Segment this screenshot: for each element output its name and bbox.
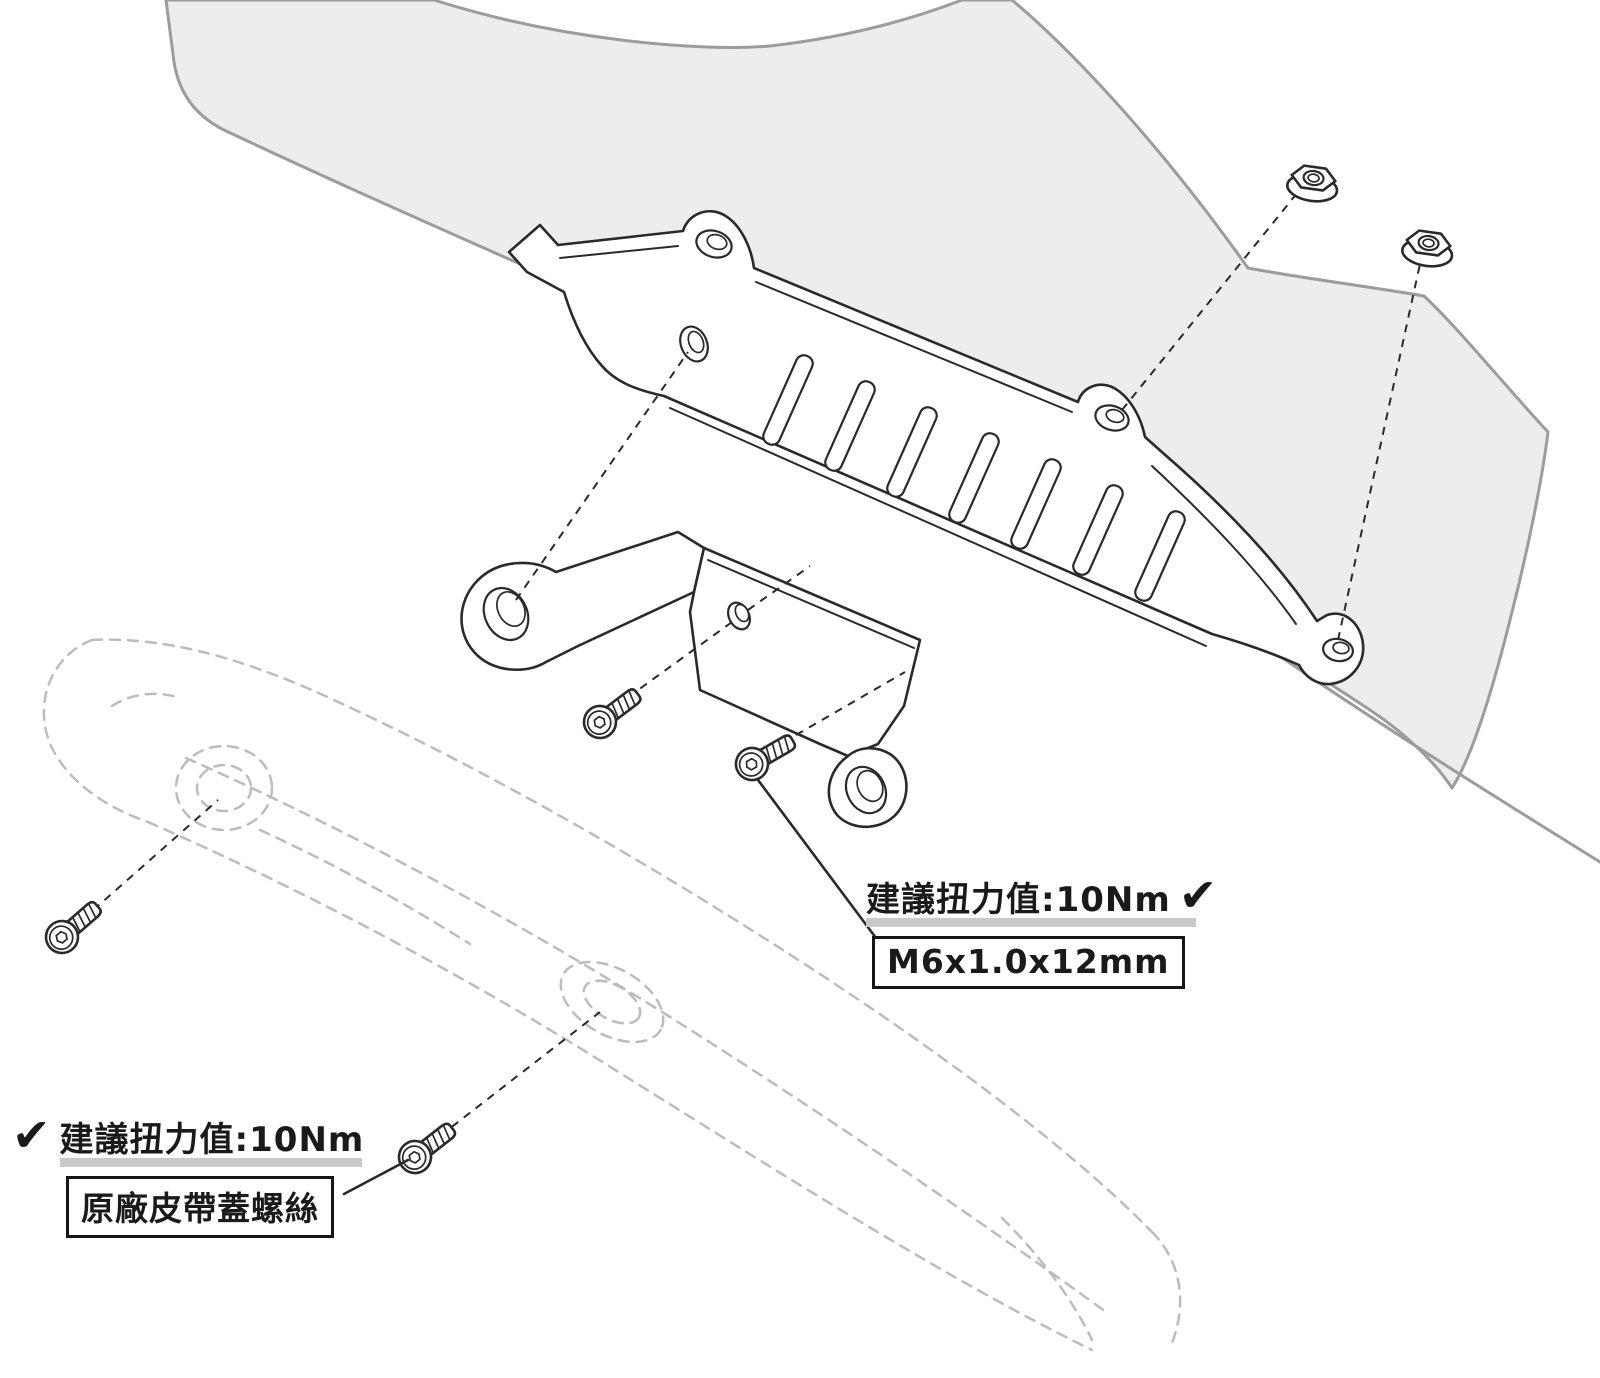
leader-lines [342,778,878,1196]
alignment-lines [81,191,1421,1137]
phantom-boss-hole [174,744,274,832]
torque-note-left: ✔建議扭力值:10Nm [12,1112,364,1161]
bracket-bend-line [707,559,915,649]
torque-note-right-underline [866,918,1196,927]
vent-slot [762,354,814,446]
torque-note-right: 建議扭力值:10Nm✔ [866,872,1218,921]
check-icon: ✔ [1178,867,1219,922]
vent-slot [886,406,938,498]
alignment-line [1337,263,1421,641]
plate-bend-line [755,281,1073,413]
vent-slot [1072,484,1124,576]
alignment-line [615,565,811,707]
vent-slot [1134,510,1186,602]
m6-part-label-box: M6x1.0x12mm [872,936,1185,989]
oem-belt-cover-screw [391,1114,464,1181]
plate-thickness-line [669,407,1207,647]
oem-screw-leader-line [342,1158,410,1196]
vented-guard-plate [507,210,1365,686]
torque-note-right-label: 建議扭力值:10Nm [866,880,1171,920]
check-icon: ✔ [12,1107,52,1162]
m6-socket-screw [576,679,649,746]
m6-socket-screw [728,725,803,788]
flange-hex-nut [1399,227,1457,271]
oem-screw-label-box: 原廠皮帶蓋螺絲 [66,1176,334,1238]
alignment-line [1121,191,1299,411]
alignment-line [81,799,219,921]
alignment-line [439,1011,601,1137]
vent-slot [824,380,876,472]
alignment-line [769,671,906,751]
bracket-fold-line [693,547,705,593]
plate-arm-line [1151,465,1297,625]
phantom-belt-cover [42,638,1182,1352]
vent-slots [762,354,1186,602]
oem-belt-cover-screw [38,892,110,961]
m6-leader-line [756,778,878,940]
vent-slot [1010,458,1062,550]
plate-bend-line [559,245,679,259]
u-mounting-bracket [460,530,922,829]
torque-note-left-underline [60,1158,362,1167]
vent-slot [948,432,1000,524]
torque-note-left-label: 建議扭力值:10Nm [59,1120,365,1160]
alignment-line [515,351,689,601]
phantom-boss-hole [559,960,665,1044]
